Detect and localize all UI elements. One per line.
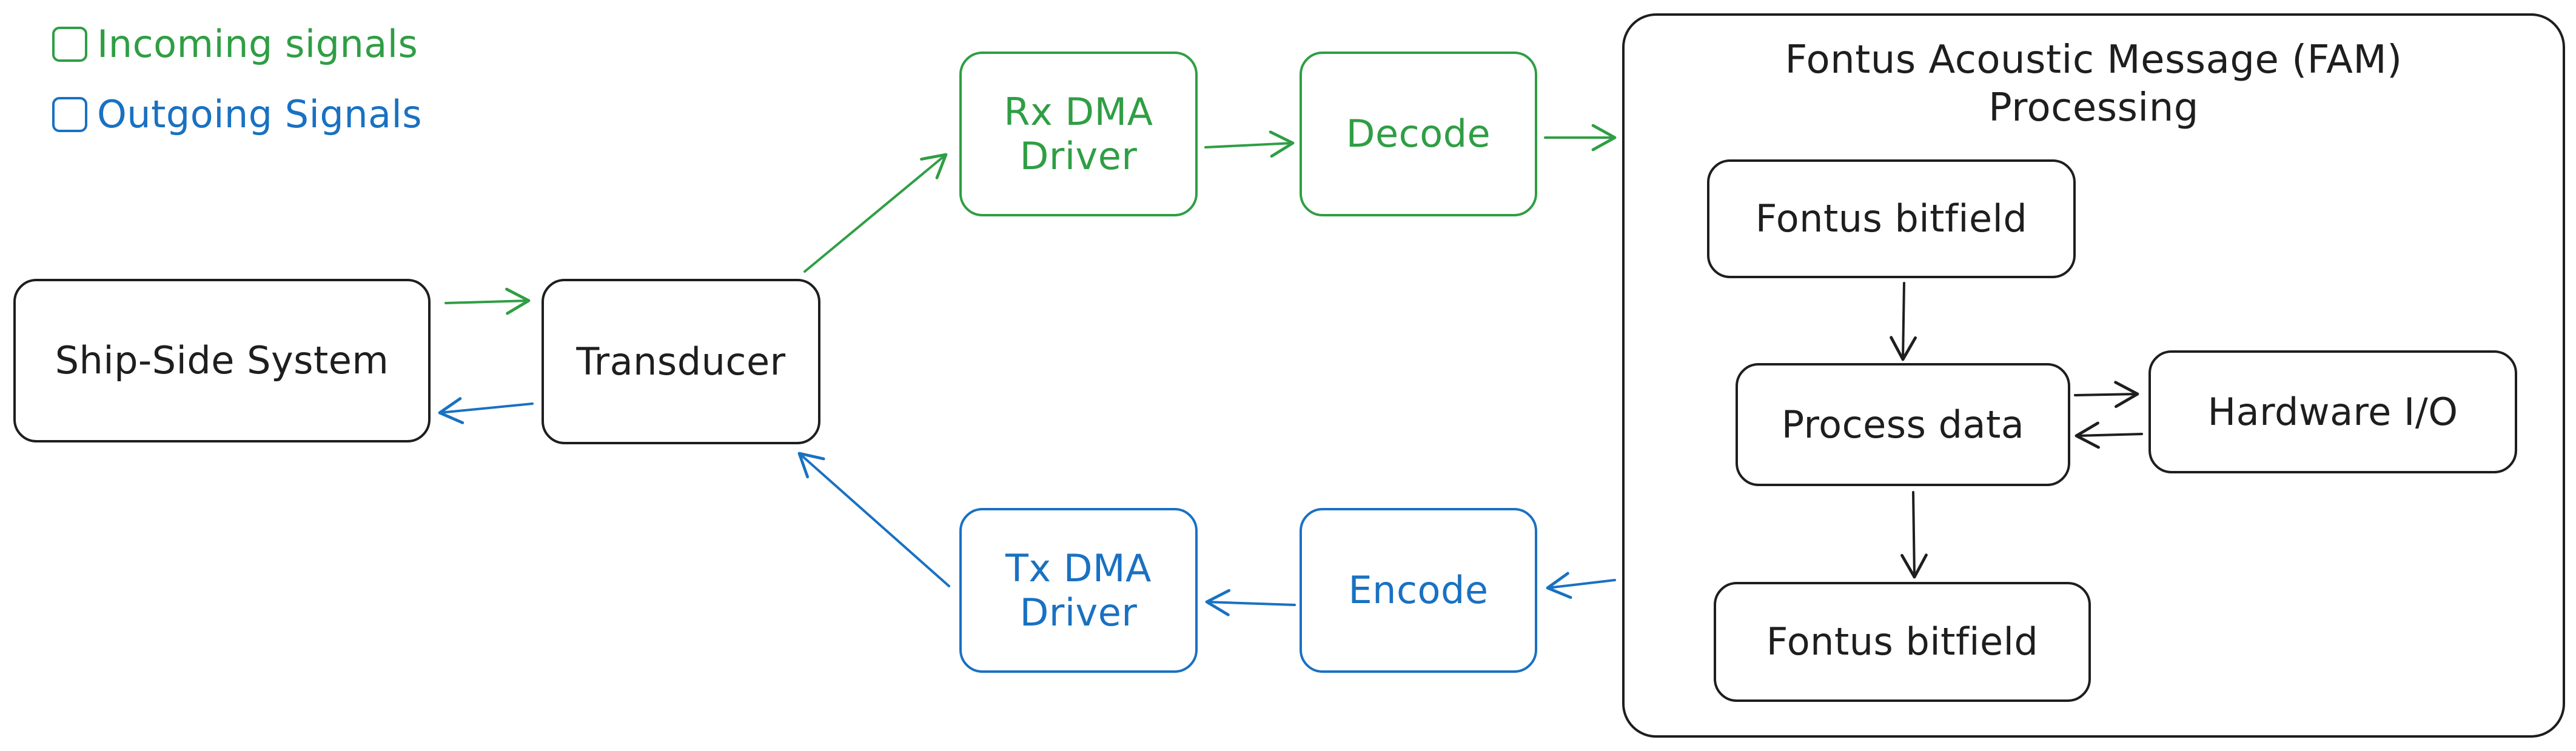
legend-outgoing: Outgoing Signals — [52, 92, 422, 136]
arrow-transducer-to-rx-dma — [803, 153, 948, 273]
legend-incoming-label: Incoming signals — [97, 22, 418, 66]
legend-outgoing-swatch — [52, 96, 87, 132]
tx-dma-driver-node: Tx DMA Driver — [959, 508, 1198, 673]
arrow-process-to-hardware — [2074, 381, 2139, 409]
legend-incoming: Incoming signals — [52, 22, 418, 66]
arrow-rx-dma-to-decode — [1204, 130, 1295, 158]
arrow-fam-to-encode — [1546, 572, 1616, 599]
arrow-hardware-to-process — [2075, 421, 2143, 449]
ship-side-system-node: Ship-Side System — [13, 279, 431, 442]
fam-processing-title: Fontus Acoustic Message (FAM) Processing — [1785, 38, 2403, 130]
fontus-bitfield-output-node: Fontus bitfield — [1714, 582, 2091, 702]
fontus-bitfield-input-node: Fontus bitfield — [1707, 159, 2076, 278]
arrow-encode-to-tx-dma — [1205, 589, 1296, 616]
legend-incoming-swatch — [52, 26, 87, 62]
transducer-node: Transducer — [542, 279, 820, 444]
legend-outgoing-label: Outgoing Signals — [97, 92, 423, 136]
decode-node: Decode — [1300, 52, 1537, 216]
arrow-bitfield-to-process — [1890, 282, 1917, 361]
arrow-process-to-bitfield — [1900, 491, 1928, 579]
encode-node: Encode — [1300, 508, 1537, 673]
process-data-node: Process data — [1736, 363, 2070, 486]
arrow-transducer-to-ship — [438, 397, 534, 424]
rx-dma-driver-node: Rx DMA Driver — [959, 52, 1198, 216]
arrow-ship-to-transducer — [444, 287, 531, 315]
hardware-io-node: Hardware I/O — [2148, 350, 2517, 473]
arrow-tx-dma-to-transducer — [797, 452, 950, 587]
